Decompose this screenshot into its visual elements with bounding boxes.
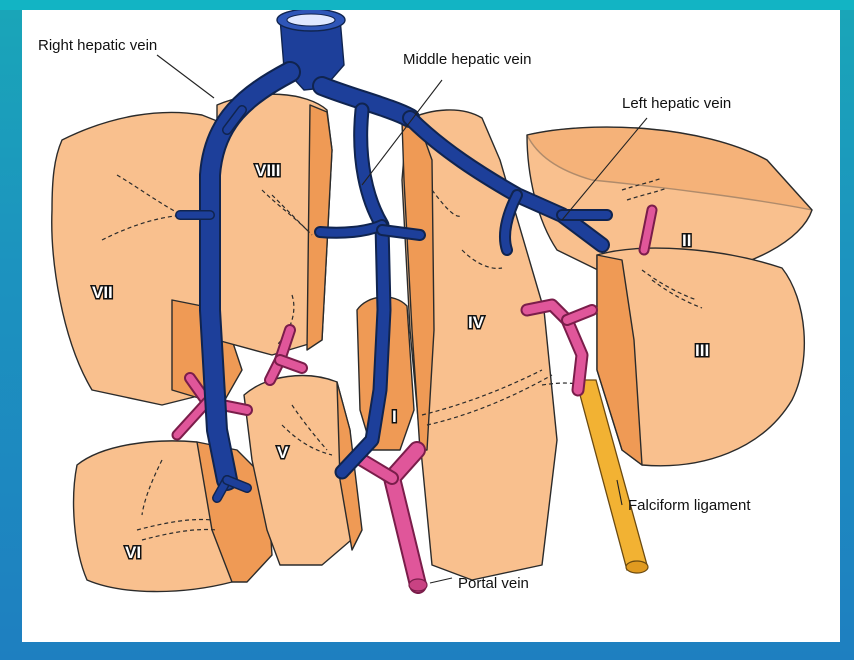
left-hepatic-vein-label: Left hepatic vein: [622, 95, 731, 112]
segment-viii-label: VIII: [255, 161, 281, 180]
segment-v-label: V: [277, 443, 289, 462]
middle-hepatic-vein-label: Middle hepatic vein: [403, 51, 531, 68]
segment-ii-label: II: [682, 231, 691, 250]
segment-i-label: I: [392, 407, 397, 426]
segment-iii-label: III: [695, 341, 709, 360]
segment-iv-label: IV: [468, 313, 485, 332]
falciform-ligament-cut-end: [626, 561, 648, 573]
liver-segments-figure: Right hepatic vein Middle hepatic vein L…: [22, 10, 840, 642]
segment-vii-label: VII: [92, 283, 113, 302]
falciform-ligament-label: Falciform ligament: [628, 497, 751, 514]
segment-vi-label: VI: [125, 543, 141, 562]
liver-segments-diagram: Right hepatic vein Middle hepatic vein L…: [22, 10, 840, 642]
slide-top-strip: [0, 0, 854, 10]
portal-vein-label: Portal vein: [458, 575, 529, 592]
right-hepatic-vein-label: Right hepatic vein: [38, 37, 157, 54]
